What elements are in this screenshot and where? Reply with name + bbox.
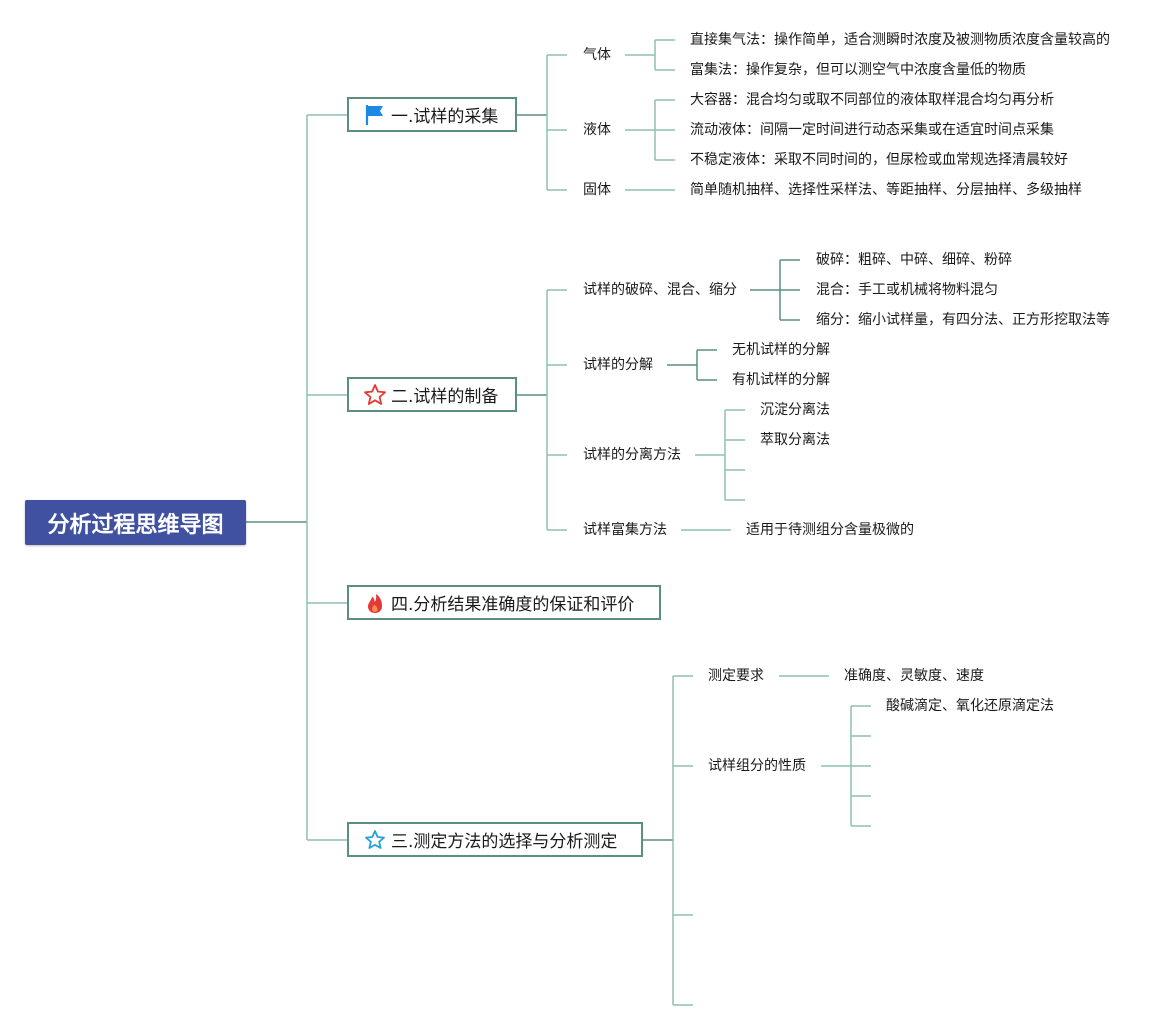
node-liquid[interactable]: 液体 bbox=[583, 122, 611, 138]
branch-sample-preparation[interactable]: 二.试样的制备 bbox=[347, 377, 517, 412]
node-gas[interactable]: 气体 bbox=[583, 47, 611, 63]
node-inorganic-decomposition[interactable]: 无机试样的分解 bbox=[732, 342, 830, 358]
node-component-properties[interactable]: 试样组分的性质 bbox=[708, 758, 806, 774]
node-enrichment-methods[interactable]: 试样富集方法 bbox=[583, 522, 667, 538]
node-decomposition[interactable]: 试样的分解 bbox=[583, 357, 653, 373]
node-organic-decomposition[interactable]: 有机试样的分解 bbox=[732, 372, 830, 388]
node-precipitation-separation[interactable]: 沉淀分离法 bbox=[760, 402, 830, 418]
star-outline-icon bbox=[363, 828, 387, 852]
branch-method-selection[interactable]: 三.测定方法的选择与分析测定 bbox=[347, 822, 643, 857]
node-titration-methods[interactable]: 酸碱滴定、氧化还原滴定法 bbox=[886, 698, 1054, 714]
root-title: 分析过程思维导图 bbox=[47, 512, 224, 538]
node-solid[interactable]: 固体 bbox=[583, 182, 611, 198]
star-outline-icon bbox=[363, 383, 387, 407]
branch-title: 一.试样的采集 bbox=[391, 107, 499, 127]
branch-sample-collection[interactable]: 一.试样的采集 bbox=[347, 97, 517, 132]
branch-title: 二.试样的制备 bbox=[391, 387, 499, 407]
flag-icon bbox=[363, 103, 387, 127]
node-sampling-methods[interactable]: 简单随机抽样、选择性采样法、等距抽样、分层抽样、多级抽样 bbox=[690, 182, 1082, 198]
node-dividing[interactable]: 缩分：缩小试样量，有四分法、正方形挖取法等 bbox=[816, 312, 1110, 328]
fire-icon bbox=[363, 591, 387, 615]
node-measurement-requirements[interactable]: 测定要求 bbox=[708, 668, 764, 684]
node-separation-methods[interactable]: 试样的分离方法 bbox=[583, 447, 681, 463]
node-accuracy-sensitivity-speed[interactable]: 准确度、灵敏度、速度 bbox=[844, 668, 984, 684]
root-node[interactable]: 分析过程思维导图 bbox=[25, 500, 246, 545]
branch-title: 四.分析结果准确度的保证和评价 bbox=[391, 595, 635, 615]
node-trace-component[interactable]: 适用于待测组分含量极微的 bbox=[746, 522, 914, 538]
node-unstable-liquid[interactable]: 不稳定液体：采取不同时间的，但尿检或血常规选择清晨较好 bbox=[690, 152, 1068, 168]
node-enrichment[interactable]: 富集法：操作复杂，但可以测空气中浓度含量低的物质 bbox=[690, 62, 1026, 78]
node-mixing[interactable]: 混合：手工或机械将物料混匀 bbox=[816, 282, 998, 298]
node-crushing[interactable]: 破碎：粗碎、中碎、细碎、粉碎 bbox=[816, 252, 1012, 268]
node-large-container[interactable]: 大容器：混合均匀或取不同部位的液体取样混合均匀再分析 bbox=[690, 92, 1054, 108]
branch-title: 三.测定方法的选择与分析测定 bbox=[391, 832, 618, 852]
node-crush-mix-divide[interactable]: 试样的破碎、混合、缩分 bbox=[583, 282, 737, 298]
node-flowing-liquid[interactable]: 流动液体：间隔一定时间进行动态采集或在适宜时间点采集 bbox=[690, 122, 1054, 138]
branch-accuracy-evaluation[interactable]: 四.分析结果准确度的保证和评价 bbox=[347, 585, 661, 620]
node-direct-collection[interactable]: 直接集气法：操作简单，适合测瞬时浓度及被测物质浓度含量较高的 bbox=[690, 32, 1110, 48]
node-extraction-separation[interactable]: 萃取分离法 bbox=[760, 432, 830, 448]
